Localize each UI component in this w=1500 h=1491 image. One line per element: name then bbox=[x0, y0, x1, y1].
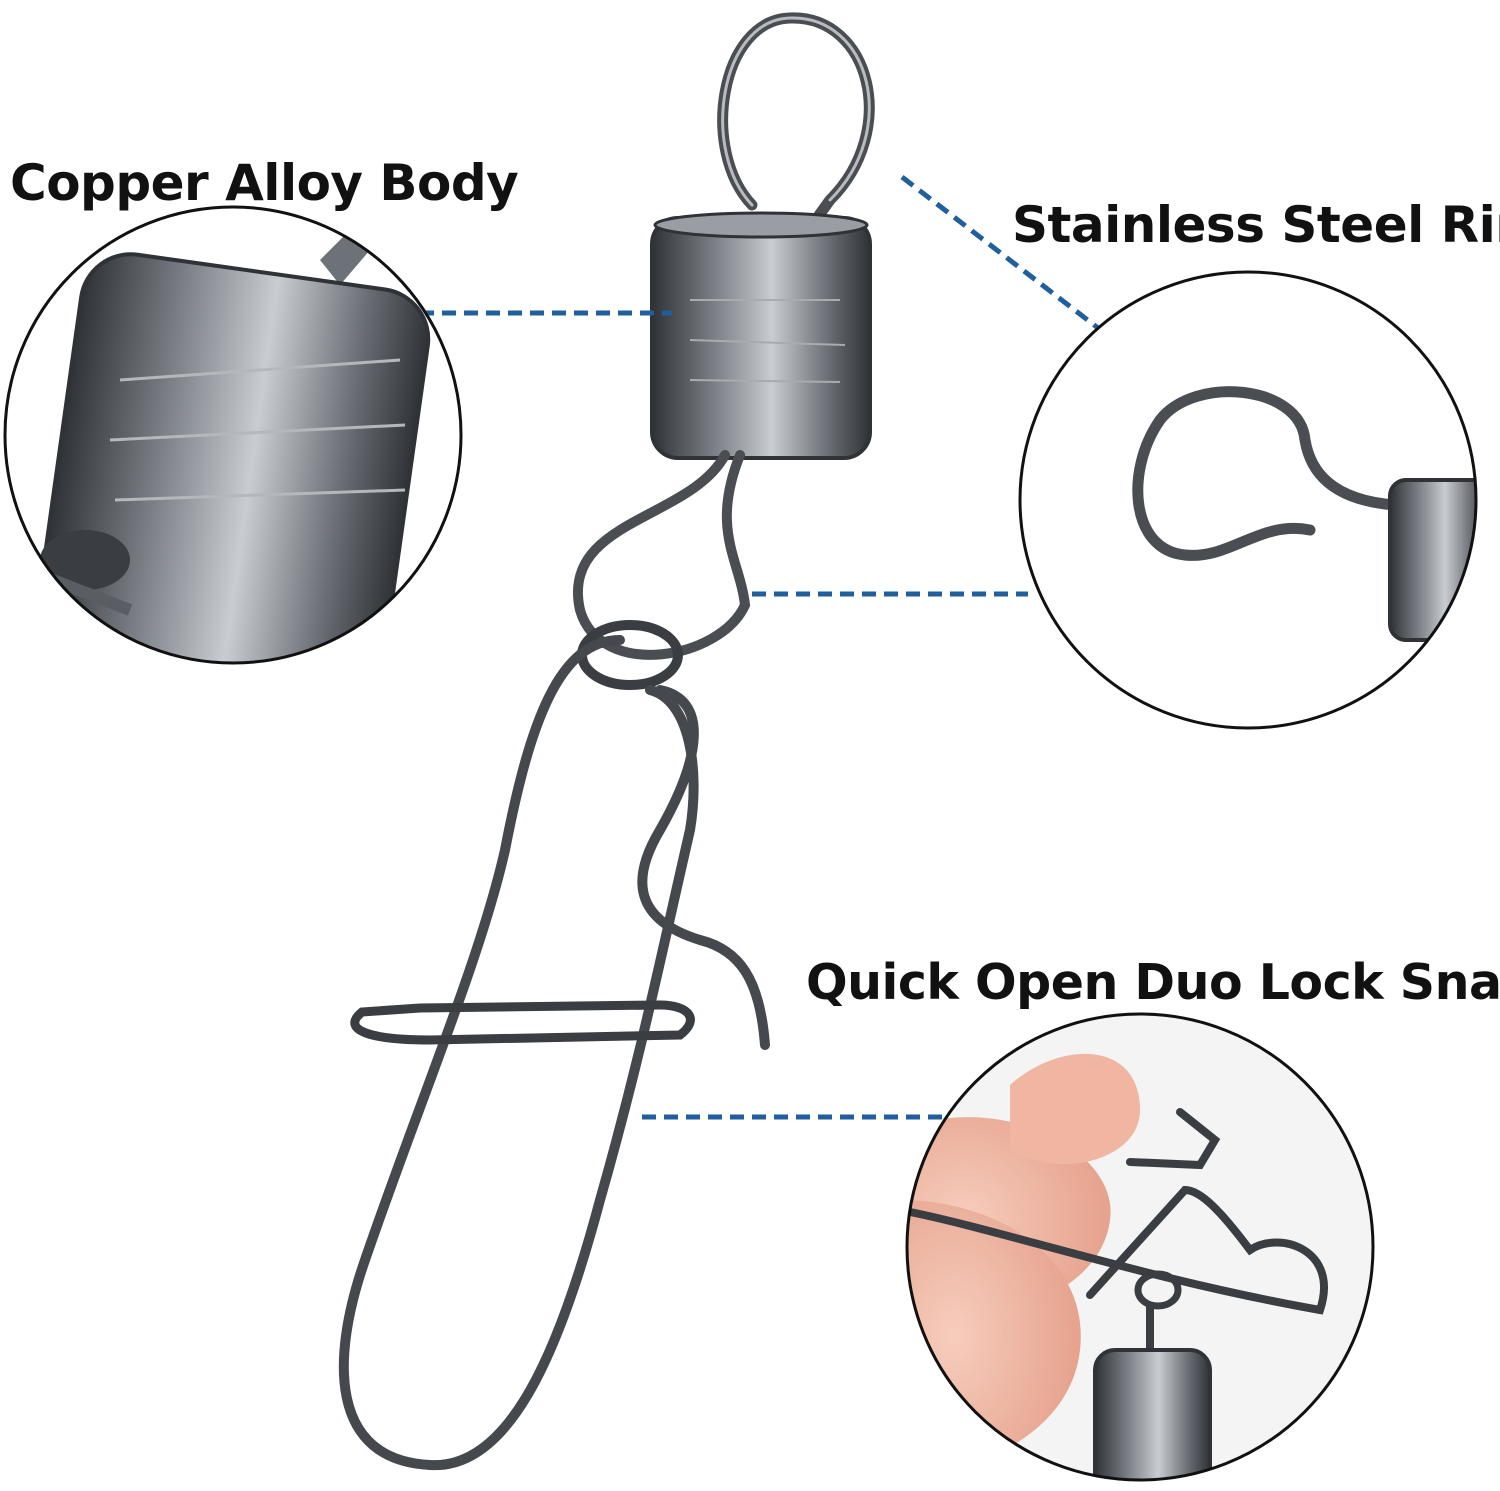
detail-circle-snap bbox=[905, 1012, 1375, 1482]
snap-outer-wire bbox=[338, 635, 699, 1471]
swivel-barrel bbox=[650, 216, 872, 460]
leader-line-ring-upper bbox=[900, 175, 1100, 330]
callout-label-duo-lock-snap: Quick Open Duo Lock Snap bbox=[806, 954, 1500, 1011]
leader-lines bbox=[420, 175, 1100, 1120]
snap-lock-band bbox=[350, 1000, 695, 1045]
lower-wire-link bbox=[573, 450, 751, 660]
callout-label-copper-alloy-body: Copper Alloy Body bbox=[10, 154, 519, 212]
detail-circle-ring bbox=[1018, 270, 1478, 730]
detail-circle-body bbox=[3, 205, 463, 665]
snap-inner-wire bbox=[637, 685, 770, 1050]
swivel-snap-product bbox=[338, 12, 875, 1471]
callout-label-stainless-steel-ring: Stainless Steel Ring bbox=[1012, 196, 1500, 254]
